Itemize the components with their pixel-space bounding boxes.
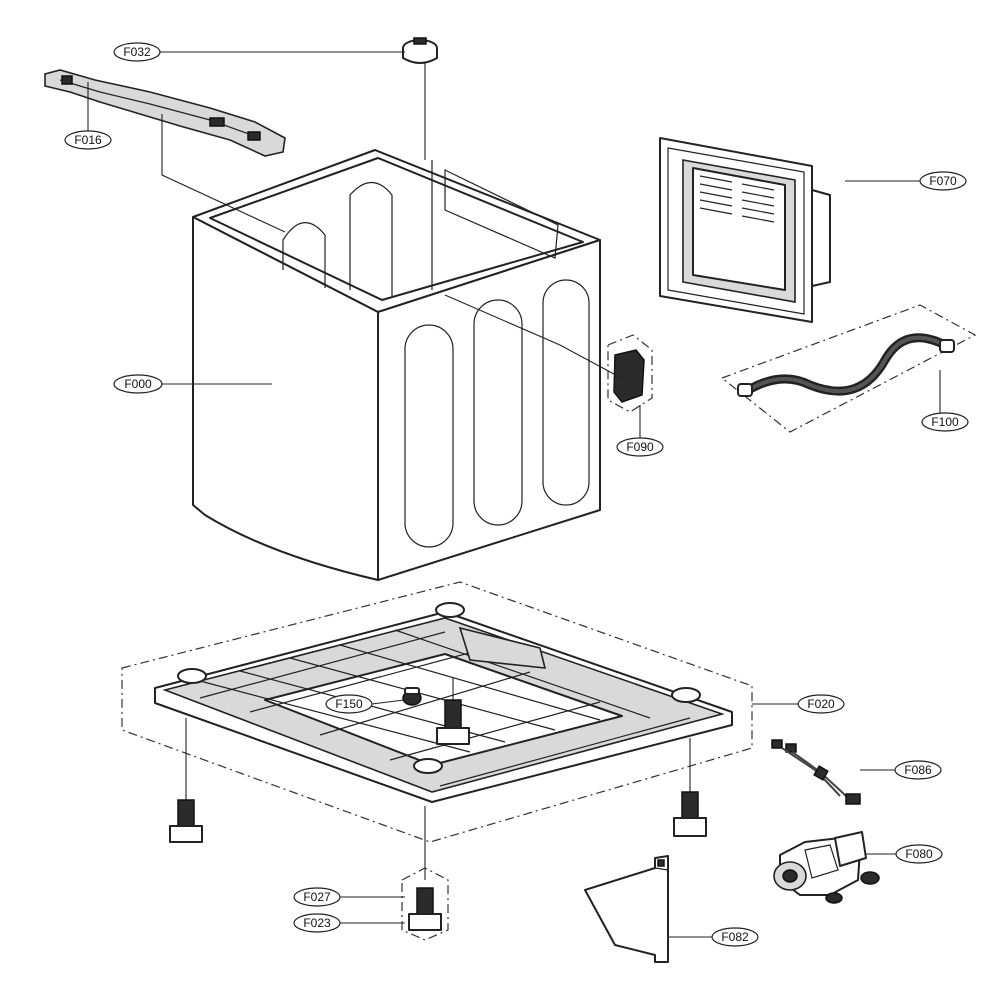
callout-f032[interactable]: F032 — [113, 42, 161, 62]
callout-f016[interactable]: F016 — [64, 130, 112, 150]
svg-text:F023: F023 — [303, 916, 331, 930]
part-cover-bracket[interactable] — [584, 855, 669, 963]
part-foot-right[interactable] — [673, 738, 707, 837]
part-foot-left[interactable] — [169, 718, 203, 843]
part-plug[interactable] — [402, 687, 422, 706]
svg-text:F016: F016 — [74, 133, 102, 147]
part-base-frame[interactable] — [121, 581, 753, 843]
callout-f090[interactable]: F090 — [616, 437, 664, 457]
callout-f100[interactable]: F100 — [921, 412, 969, 432]
part-access-panel[interactable] — [659, 137, 831, 323]
part-foot-center[interactable] — [436, 678, 470, 745]
part-hose[interactable] — [720, 304, 977, 433]
svg-text:F086: F086 — [904, 763, 932, 777]
callout-f023[interactable]: F023 — [293, 913, 341, 933]
svg-text:F100: F100 — [931, 415, 959, 429]
callout-f020[interactable]: F020 — [797, 694, 845, 714]
part-clip[interactable] — [402, 37, 438, 64]
callout-f027[interactable]: F027 — [293, 887, 341, 907]
part-top-bracket[interactable] — [44, 69, 286, 157]
callout-f000[interactable]: F000 — [113, 374, 163, 394]
callout-f070[interactable]: F070 — [919, 171, 967, 191]
svg-text:F150: F150 — [335, 697, 363, 711]
part-switch[interactable] — [444, 294, 653, 413]
svg-text:F032: F032 — [123, 45, 151, 59]
svg-text:F020: F020 — [807, 697, 835, 711]
callout-f086[interactable]: F086 — [894, 760, 942, 780]
callout-f082[interactable]: F082 — [711, 927, 759, 947]
svg-text:F090: F090 — [626, 440, 654, 454]
part-cabinet[interactable] — [192, 62, 601, 581]
part-foot-assembly[interactable] — [401, 806, 449, 941]
part-drain-pump[interactable] — [773, 831, 880, 904]
svg-text:F080: F080 — [905, 847, 933, 861]
svg-text:F027: F027 — [303, 890, 331, 904]
svg-text:F000: F000 — [124, 377, 152, 391]
part-wire-harness[interactable] — [771, 739, 861, 805]
callout-f150[interactable]: F150 — [325, 694, 373, 714]
svg-text:F082: F082 — [721, 930, 749, 944]
callout-f080[interactable]: F080 — [895, 844, 943, 864]
svg-text:F070: F070 — [929, 174, 957, 188]
